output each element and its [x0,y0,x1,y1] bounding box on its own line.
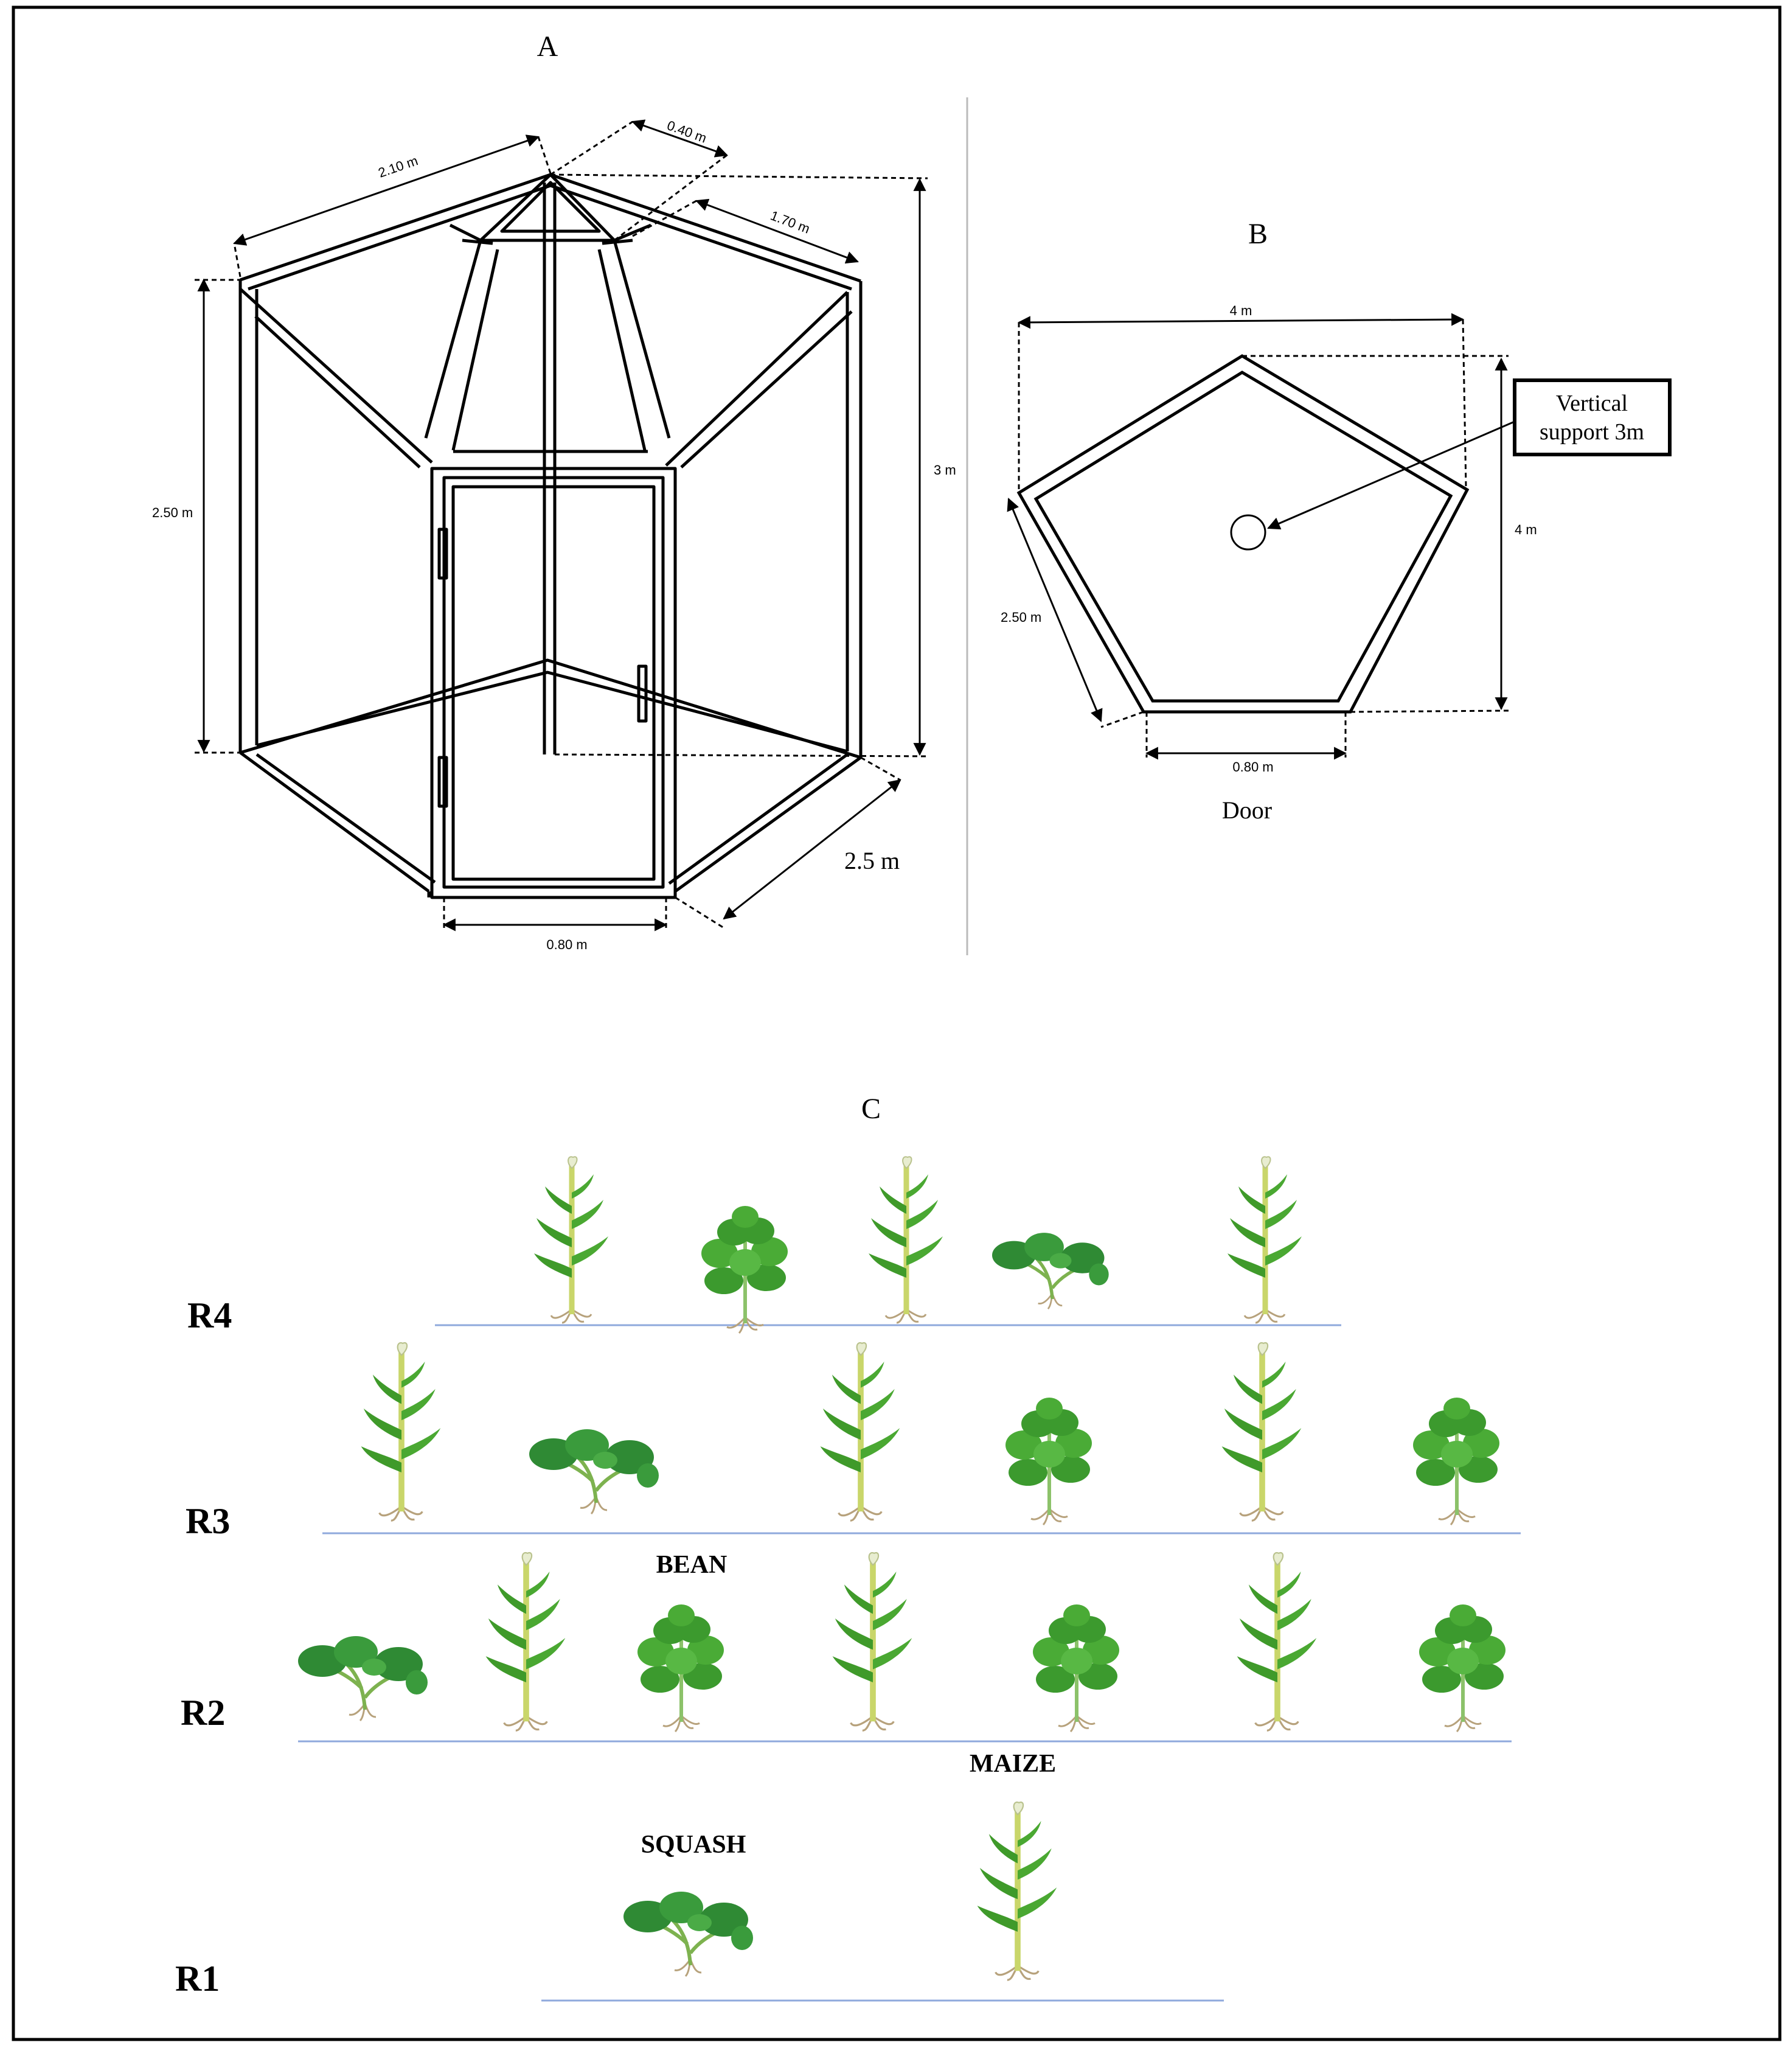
door-label: Door [1222,796,1272,824]
plant-r3-1 [361,1343,441,1520]
dim-side-b: 2.50 m [1001,610,1041,625]
dim-side-width: 2.5 m [844,847,900,874]
row-r2-plants [298,1553,1505,1732]
panel-c-label: C [861,1093,881,1125]
plant-r2-7 [1419,1604,1505,1732]
dim-wall-height: 2.50 m [152,505,193,520]
plant-r4-3 [869,1157,943,1323]
pentagon-floorplan [1016,354,1470,714]
row-r3-plants [361,1343,1499,1525]
plant-r2-3 [637,1604,724,1732]
dim-door-width-b: 0.80 m [1232,759,1273,775]
vertical-support-marker [1230,514,1266,551]
plant-r2-2 [486,1553,566,1730]
callout-box [1513,378,1672,456]
dim-door-width-a: 0.80 m [546,937,587,952]
plant-r3-6 [1413,1398,1499,1525]
plant-r1-2 [978,1802,1057,1980]
callout-line-1: Vertical [1556,391,1628,416]
panel-b-dimensions [1007,313,1516,760]
plant-r3-5 [1222,1343,1302,1520]
greenhouse-3d-frame [238,173,863,899]
row-r4-plants [534,1157,1302,1333]
panel-a-label: A [537,30,558,63]
dim-depth-b: 4 m [1515,522,1537,537]
row-label-r4: R4 [187,1295,232,1336]
dim-total-height: 3 m [934,462,956,478]
panel-b: B 4 m 4 m 2.50 m 0.80 m [1001,218,1672,824]
plant-r3-3 [821,1343,900,1520]
plant-r4-5 [1228,1157,1302,1323]
dim-roof-edge: 1.70 m [768,207,812,236]
crop-label-squash: SQUASH [641,1831,746,1859]
panel-b-label: B [1248,218,1268,250]
panel-c: C R4 R3 R2 R1 BEAN MAIZE SQUASH [175,1093,1521,2002]
plant-r3-4 [1005,1398,1092,1525]
crop-label-maize: MAIZE [970,1750,1056,1778]
plant-r2-5 [1033,1604,1119,1732]
row-r1-plants [623,1802,1057,1980]
figure-border [12,5,1782,2041]
plant-r2-6 [1237,1553,1317,1730]
dim-width-b: 4 m [1230,303,1252,318]
plant-r2-1 [298,1636,428,1721]
panel-a: A [152,30,956,952]
callout-line-2: support 3m [1540,419,1644,445]
plant-r3-2 [529,1429,659,1514]
plant-r4-1 [534,1157,608,1323]
panel-a-dimensions [195,119,928,932]
crop-label-bean: BEAN [656,1551,728,1579]
row-label-r2: R2 [181,1693,225,1733]
plant-r1-1 [623,1892,753,1976]
plant-r2-4 [833,1553,912,1730]
dim-top-edge: 2.10 m [376,153,420,181]
row-label-r3: R3 [186,1501,230,1541]
plant-r4-4 [992,1233,1109,1309]
plant-r4-2 [701,1206,788,1333]
row-label-r1: R1 [175,1959,220,1999]
